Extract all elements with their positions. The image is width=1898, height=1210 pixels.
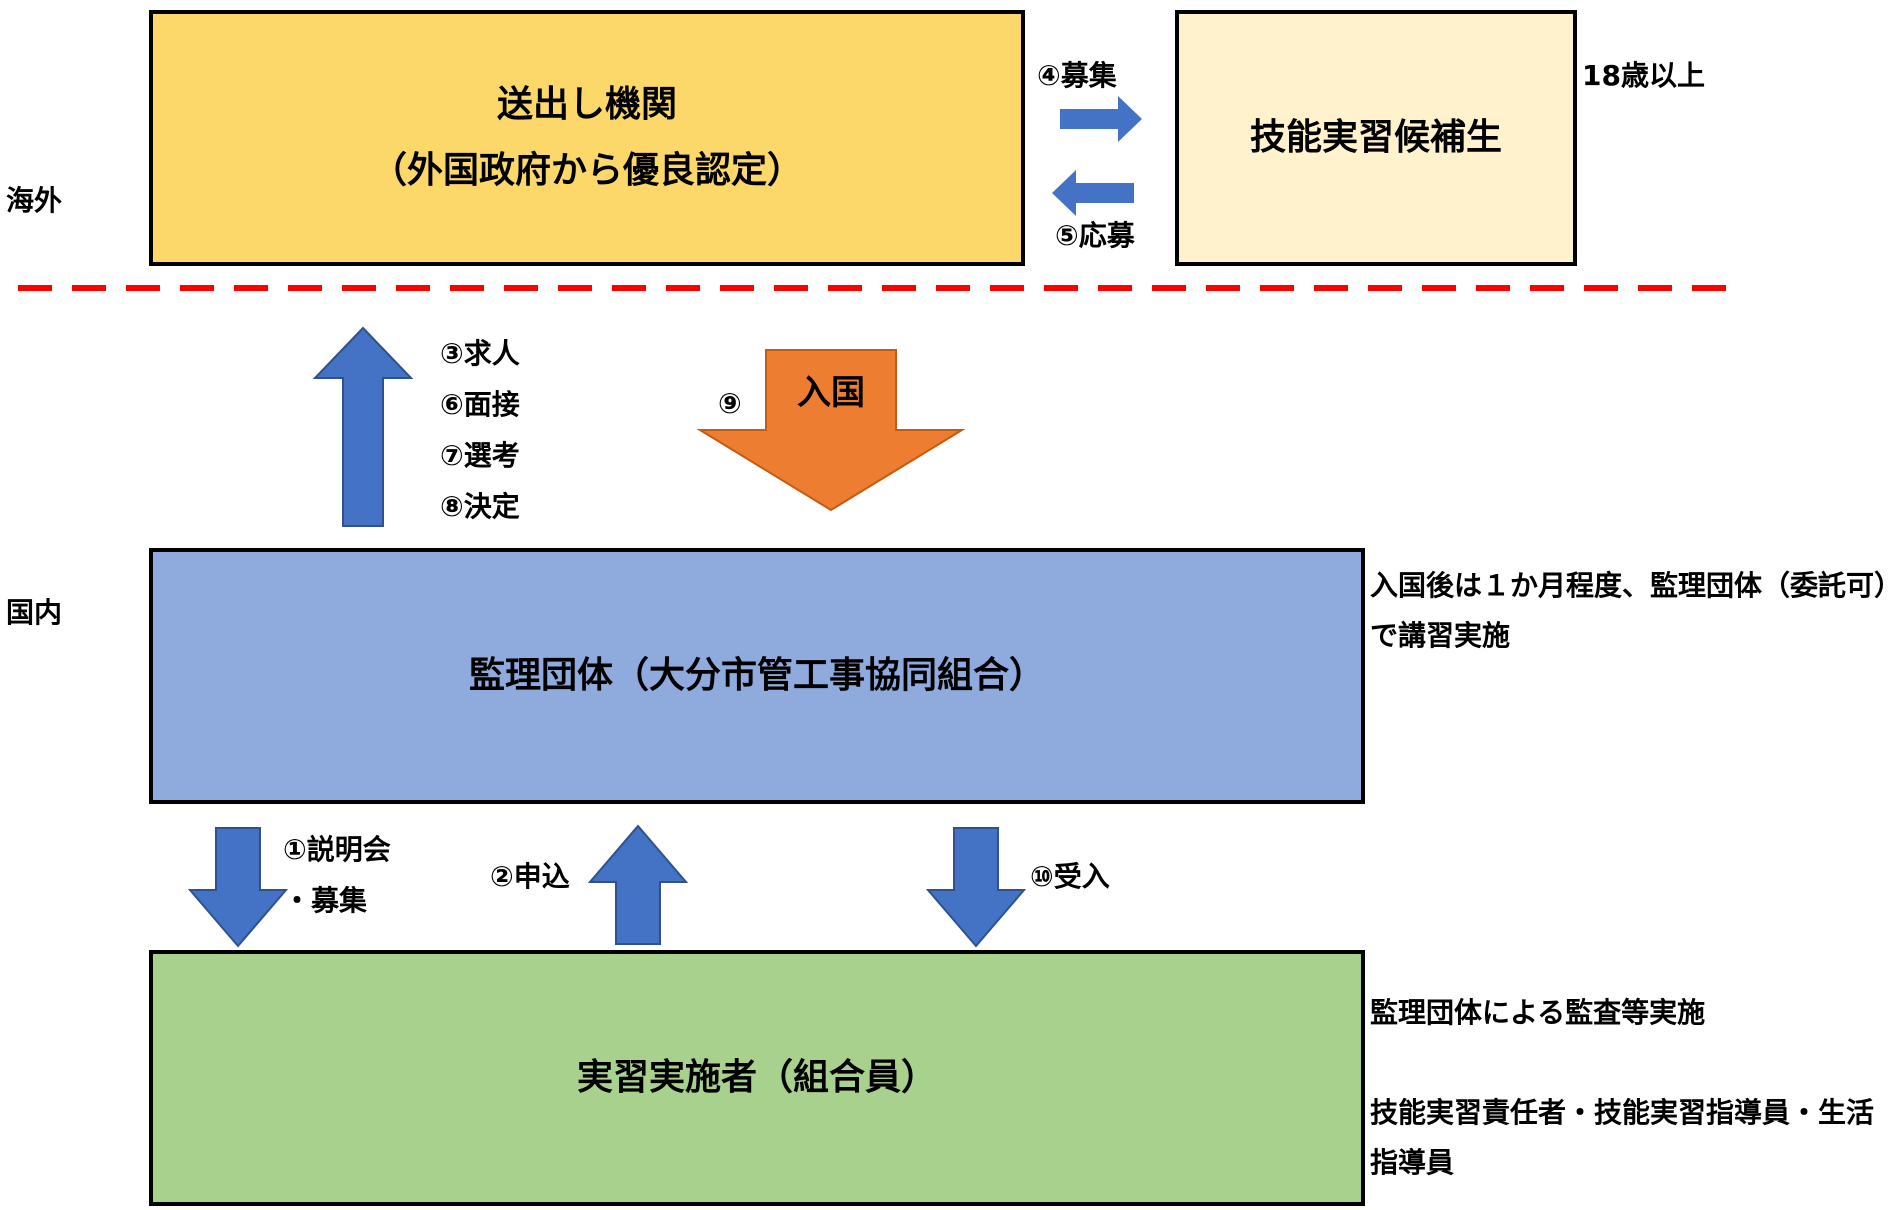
border-divider-line [18, 285, 1730, 291]
acceptance-label: ⑩受入 [1030, 860, 1110, 893]
apply-arrow-icon [1052, 170, 1134, 216]
recruit-arrow-icon [1060, 96, 1142, 142]
job-offer-up-arrow-icon [312, 326, 414, 527]
application-label: ②申込 [490, 860, 570, 893]
entry-down-arrow-icon [696, 349, 966, 512]
supervising-organization-title: 監理団体（大分市管工事協同組合） [468, 655, 1045, 696]
apply-label: ⑤応募 [1055, 219, 1135, 252]
sending-organization-box: 送出し機関 （外国政府から優良認定） [149, 10, 1025, 266]
briefing-down-arrow-icon [187, 827, 289, 948]
application-up-arrow-icon [587, 824, 689, 945]
trainee-candidate-box: 技能実習候補生 [1175, 10, 1577, 266]
recruit-label: ④募集 [1037, 59, 1117, 92]
sending-organization-subtitle: （外国政府から優良認定） [370, 150, 803, 191]
entry-number-label: ⑨ [718, 387, 742, 420]
interview-label: ⑥面接 [440, 388, 520, 421]
decision-label: ⑧決定 [440, 490, 520, 523]
briefing-label-line2: ・募集 [283, 884, 368, 917]
region-overseas: 海外 [6, 184, 63, 217]
staff-roles-note: 技能実習責任者・技能実習指導員・生活指導員 [1370, 1096, 1875, 1179]
region-domestic: 国内 [6, 596, 63, 629]
job-offer-label: ③求人 [440, 337, 520, 370]
supervising-organization-box: 監理団体（大分市管工事協同組合） [149, 548, 1365, 804]
sending-organization-title: 送出し機関 [496, 84, 677, 125]
trainee-candidate-title: 技能実習候補生 [1249, 117, 1502, 158]
age-requirement-label: 18歳以上 [1582, 59, 1705, 92]
audit-note: 監理団体による監査等実施 [1370, 996, 1706, 1029]
post-entry-training-note: 入国後は１か月程度、監理団体（委託可）で講習実施 [1370, 569, 1889, 652]
acceptance-down-arrow-icon [925, 827, 1027, 948]
entry-label: 入国 [797, 373, 865, 413]
training-implementer-box: 実習実施者（組合員） [149, 950, 1365, 1206]
selection-label: ⑦選考 [440, 439, 520, 472]
briefing-label: ①説明会 [283, 833, 391, 866]
training-implementer-title: 実習実施者（組合員） [576, 1057, 937, 1098]
